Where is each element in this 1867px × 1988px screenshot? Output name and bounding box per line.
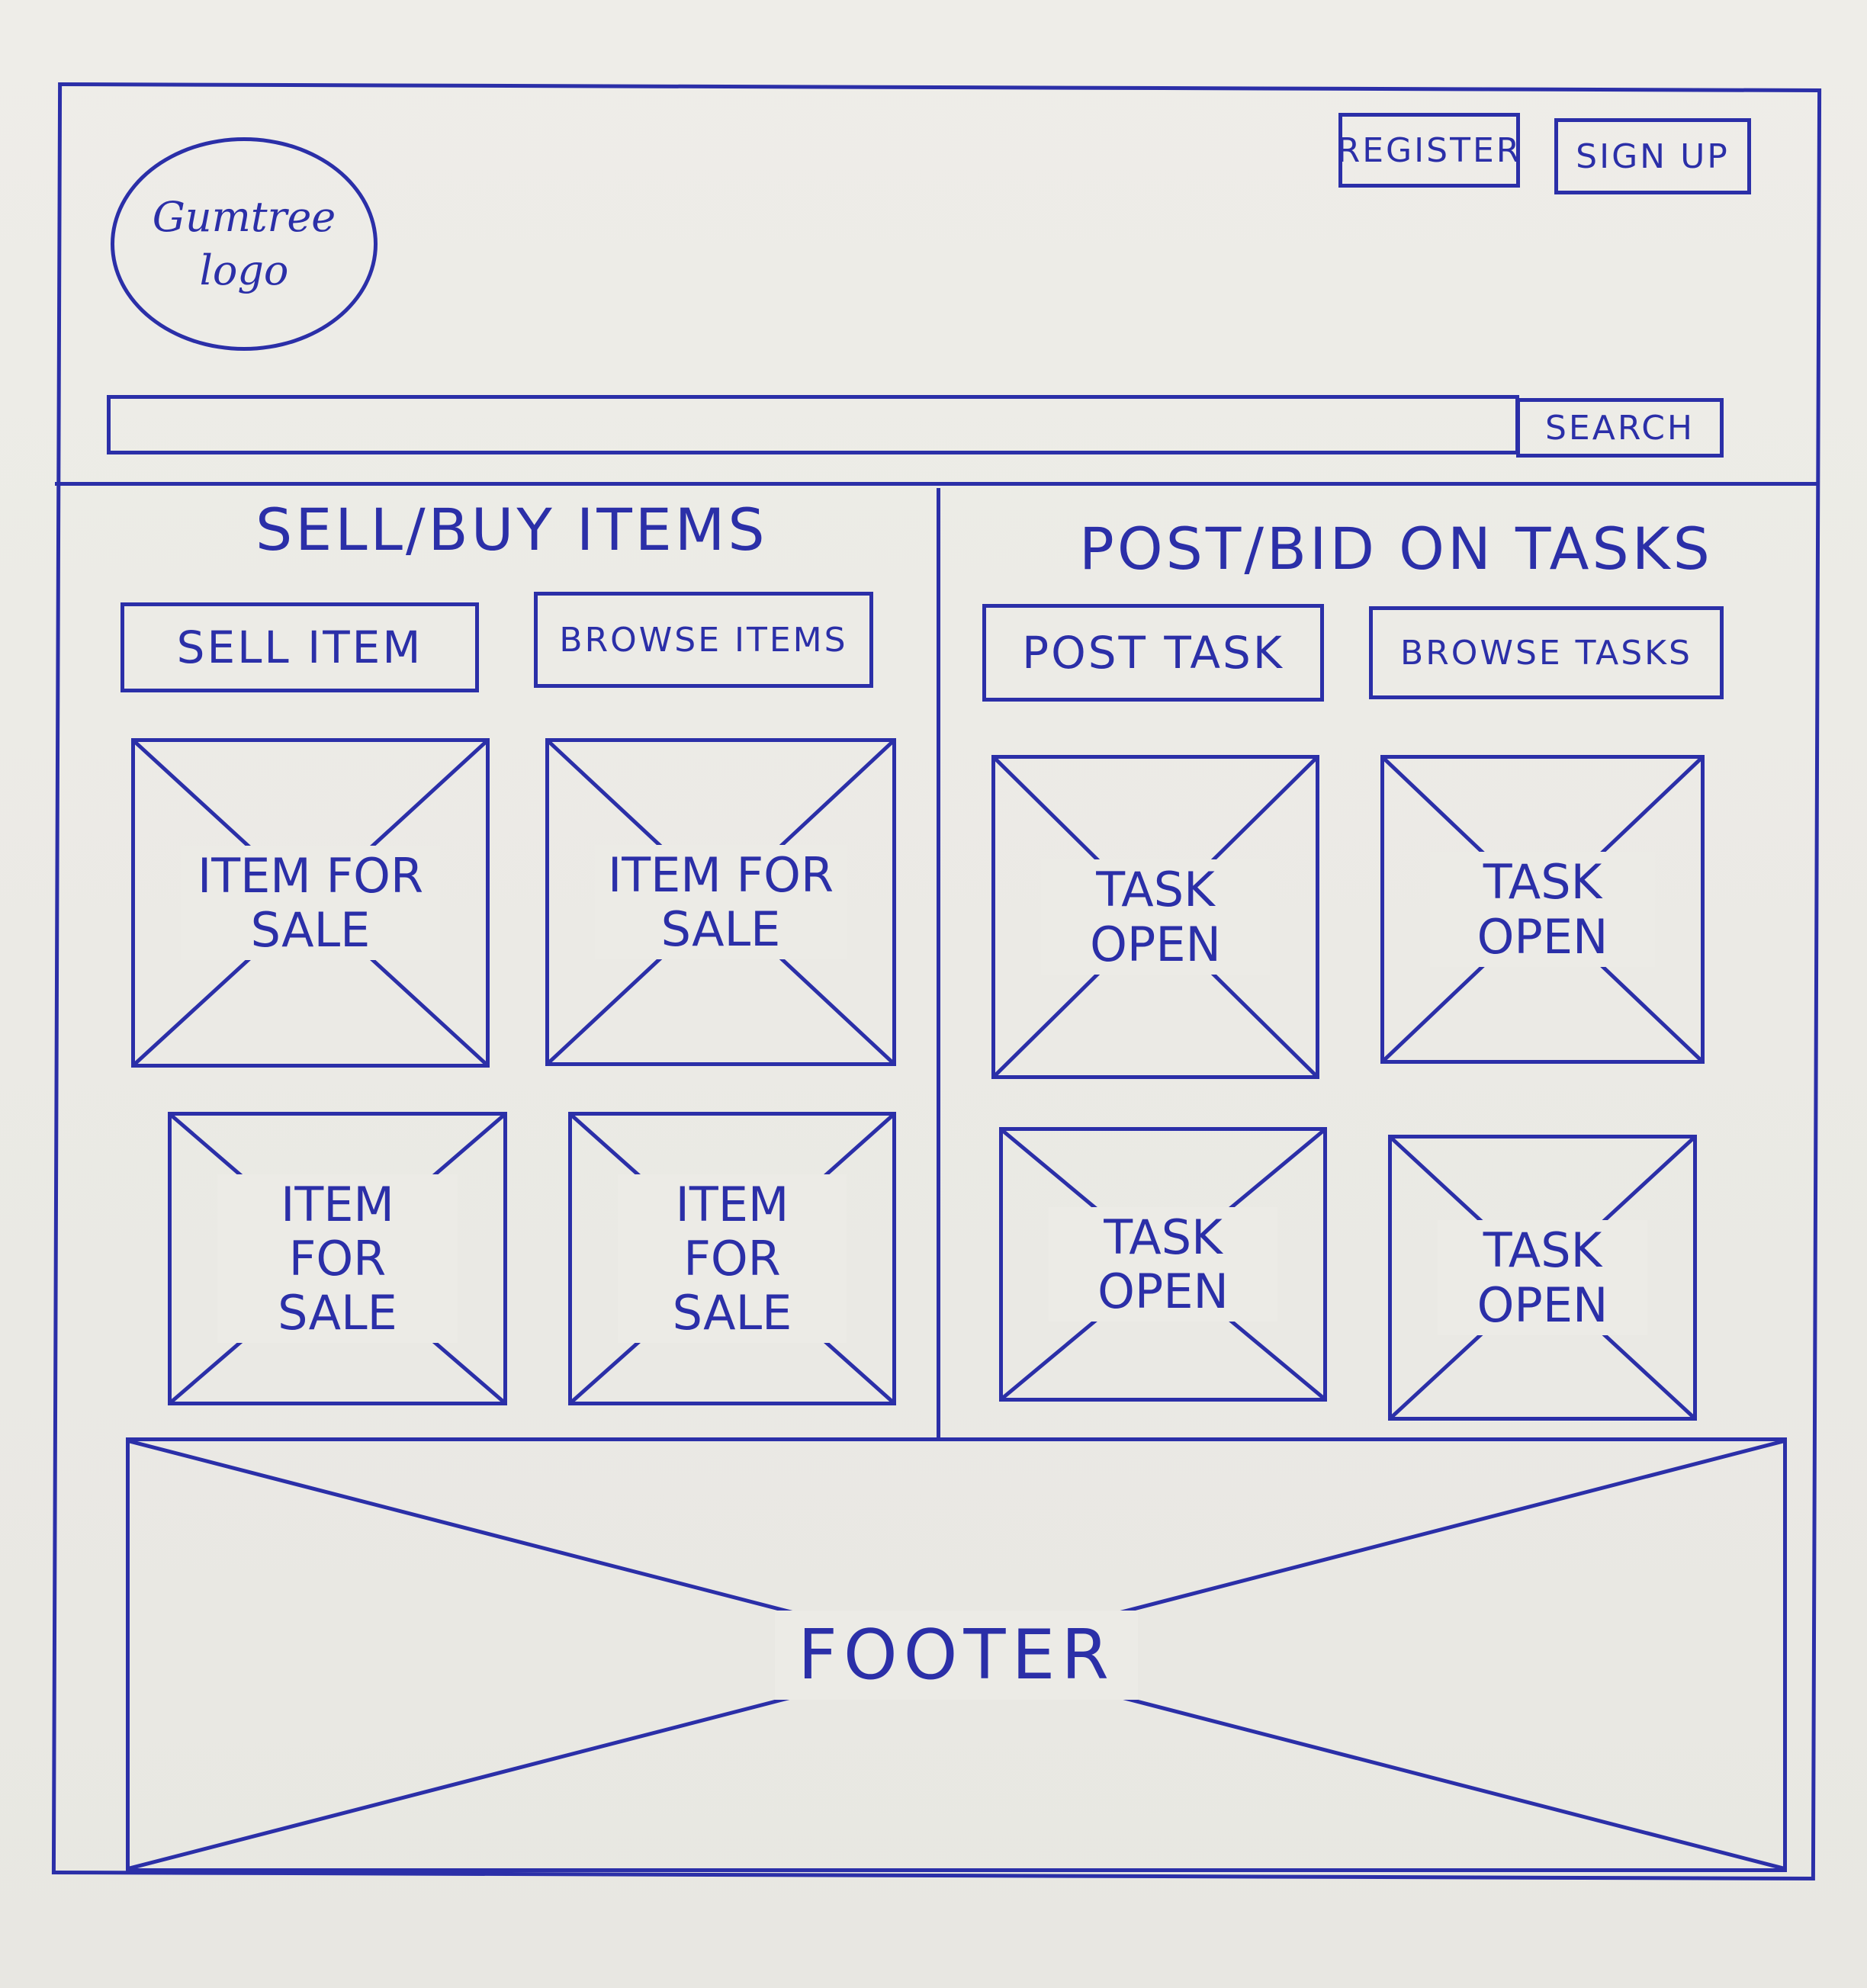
item-card[interactable]: ITEM FOR SALE <box>131 738 490 1068</box>
item-card[interactable]: ITEM FOR SALE <box>568 1112 896 1405</box>
site-logo[interactable]: Gumtree logo <box>111 137 378 351</box>
items-section-title: SELL/BUY ITEMS <box>255 496 768 564</box>
post-task-button[interactable]: POST TASK <box>982 604 1324 702</box>
search-input[interactable] <box>107 395 1519 454</box>
footer-label: FOOTER <box>130 1441 1783 1868</box>
sell-item-button-label: SELL ITEM <box>176 621 423 673</box>
task-card[interactable]: TASK OPEN <box>1388 1135 1697 1421</box>
sell-item-button[interactable]: SELL ITEM <box>121 602 479 692</box>
post-task-button-label: POST TASK <box>1022 627 1284 679</box>
task-card-label: TASK OPEN <box>995 759 1316 1075</box>
browse-tasks-button[interactable]: BROWSE TASKS <box>1369 606 1724 699</box>
logo-text: Gumtree logo <box>152 192 336 294</box>
page-footer: FOOTER <box>126 1437 1787 1872</box>
task-card[interactable]: TASK OPEN <box>999 1127 1327 1402</box>
signup-button[interactable]: SIGN UP <box>1554 118 1751 194</box>
signup-button-label: SIGN UP <box>1576 136 1730 176</box>
task-card-label: TASK OPEN <box>1392 1139 1693 1417</box>
task-card[interactable]: TASK OPEN <box>991 755 1319 1079</box>
item-card-label: ITEM FOR SALE <box>572 1116 892 1402</box>
register-button[interactable]: REGISTER <box>1336 113 1522 188</box>
item-card[interactable]: ITEM FOR SALE <box>545 738 896 1066</box>
item-card-label: ITEM FOR SALE <box>135 742 486 1064</box>
browse-tasks-button-label: BROWSE TASKS <box>1400 633 1692 673</box>
tasks-section-title: POST/BID ON TASKS <box>1079 515 1713 583</box>
task-card-label: TASK OPEN <box>1384 759 1701 1060</box>
item-card[interactable]: ITEM FOR SALE <box>168 1112 507 1405</box>
browse-items-button[interactable]: BROWSE ITEMS <box>534 592 873 688</box>
search-button-label: SEARCH <box>1544 408 1695 448</box>
item-card-label: ITEM FOR SALE <box>172 1116 503 1402</box>
column-divider <box>937 488 940 1441</box>
task-card[interactable]: TASK OPEN <box>1380 755 1705 1064</box>
task-card-label: TASK OPEN <box>1003 1131 1323 1398</box>
browse-items-button-label: BROWSE ITEMS <box>559 620 848 660</box>
header-divider <box>55 482 1818 486</box>
item-card-label: ITEM FOR SALE <box>549 742 892 1062</box>
search-button[interactable]: SEARCH <box>1516 398 1724 458</box>
register-button-label: REGISTER <box>1336 130 1522 170</box>
